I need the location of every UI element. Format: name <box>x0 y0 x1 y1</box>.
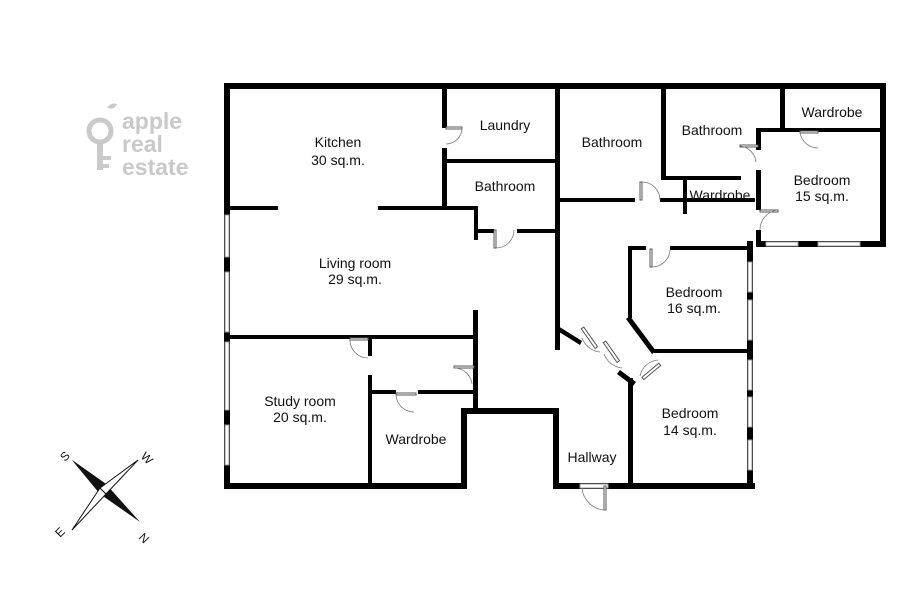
room-study-room-name: Study room <box>264 393 336 409</box>
door <box>799 130 819 149</box>
room-living-room-area: 29 sq.m. <box>328 271 382 287</box>
window <box>747 261 753 293</box>
window <box>224 341 230 411</box>
door <box>445 126 463 145</box>
door <box>453 365 475 385</box>
window <box>747 396 753 428</box>
room-bathroom-1-name: Bathroom <box>582 134 643 150</box>
compass-label-west: W <box>138 449 156 467</box>
entrance-door <box>579 483 609 489</box>
room-laundry-name: Laundry <box>480 117 531 133</box>
room-bedroom-2-name: Bedroom <box>666 284 723 300</box>
compass-label-south: S <box>57 449 73 465</box>
door <box>739 144 759 163</box>
compass-label-east: E <box>52 525 68 541</box>
room-study-room-area: 20 sq.m. <box>273 409 327 425</box>
pin-icon <box>86 103 117 170</box>
window <box>747 299 753 341</box>
compass-label-north: N <box>136 530 152 546</box>
room-bathroom-3-name: Bathroom <box>682 122 743 138</box>
window <box>224 271 230 333</box>
room-bathroom-2-name: Bathroom <box>475 178 536 194</box>
window <box>747 359 753 391</box>
door <box>349 337 369 359</box>
doors <box>349 126 819 511</box>
room-wardrobe-3-name: Wardrobe <box>386 431 447 447</box>
room-labels: Kitchen 30 sq.m. Laundry Bathroom Bathro… <box>264 104 862 465</box>
door <box>759 209 779 231</box>
interior-walls <box>230 88 886 487</box>
door <box>639 359 662 381</box>
logo: apple real estate <box>86 103 188 180</box>
logo-text-line-2: real <box>122 131 163 157</box>
door <box>395 392 417 413</box>
door <box>581 485 607 511</box>
window <box>817 241 861 247</box>
room-bedroom-3-area: 14 sq.m. <box>663 422 717 438</box>
room-kitchen-name: Kitchen <box>315 134 362 150</box>
window <box>224 424 230 466</box>
windows <box>224 214 861 489</box>
room-hallway-name: Hallway <box>567 449 616 465</box>
compass: S W E N <box>52 449 156 547</box>
room-bedroom-2-area: 16 sq.m. <box>667 300 721 316</box>
room-wardrobe-2-name: Wardrobe <box>690 187 751 203</box>
window <box>224 214 230 258</box>
logo-text-line-3: estate <box>122 154 188 180</box>
door <box>580 326 601 353</box>
room-wardrobe-1-name: Wardrobe <box>802 104 863 120</box>
door <box>649 248 671 268</box>
room-bedroom-1-name: Bedroom <box>794 172 851 188</box>
compass-rose-icon <box>71 459 140 531</box>
door <box>493 229 515 249</box>
room-bedroom-1-area: 15 sq.m. <box>795 188 849 204</box>
room-kitchen-area: 30 sq.m. <box>311 152 365 168</box>
logo-text-line-1: apple <box>122 108 182 134</box>
window <box>765 241 799 247</box>
door <box>602 340 623 369</box>
room-bedroom-3-name: Bedroom <box>662 405 719 421</box>
room-living-room-name: Living room <box>319 255 391 271</box>
window <box>747 439 753 471</box>
door <box>639 181 661 201</box>
